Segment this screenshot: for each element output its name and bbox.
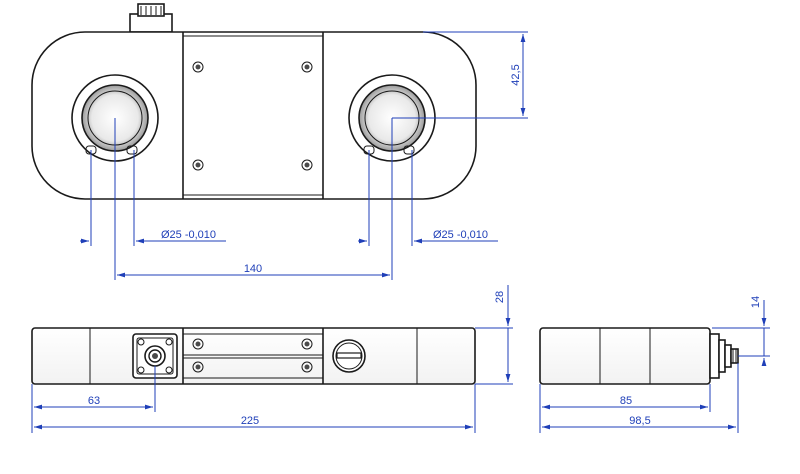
end-dimensions: 14 85 98,5 <box>539 296 770 433</box>
top-view <box>31 3 477 200</box>
dim-bore-spacing: 140 <box>244 263 262 275</box>
side-view <box>31 327 476 385</box>
side-screw <box>192 361 204 373</box>
side-screw <box>301 338 313 350</box>
end-connector <box>709 333 739 379</box>
side-screw <box>192 338 204 350</box>
top-connector <box>129 3 173 33</box>
side-dimensions: 28 63 225 <box>31 285 513 433</box>
dim-end-height: 14 <box>750 296 762 308</box>
side-plug <box>332 339 366 373</box>
top-screw <box>301 61 313 73</box>
top-dimensions: 42,5 Ø25 -0,010 Ø25 -0,010 140 <box>80 31 528 280</box>
dim-end-width: 85 <box>620 395 632 407</box>
end-view <box>539 327 739 385</box>
dim-bore-left: Ø25 -0,010 <box>161 229 216 241</box>
top-screw <box>192 61 204 73</box>
side-screw <box>301 361 313 373</box>
dim-height-top: 42,5 <box>510 64 522 85</box>
dim-connector-offset: 63 <box>88 395 100 407</box>
dim-bore-right: Ø25 -0,010 <box>433 229 488 241</box>
dim-end-total: 98,5 <box>629 415 650 427</box>
dim-side-height: 28 <box>494 291 506 303</box>
top-body-outline <box>31 31 477 200</box>
top-screw <box>301 159 313 171</box>
top-screw <box>192 159 204 171</box>
dim-overall-length: 225 <box>241 415 259 427</box>
